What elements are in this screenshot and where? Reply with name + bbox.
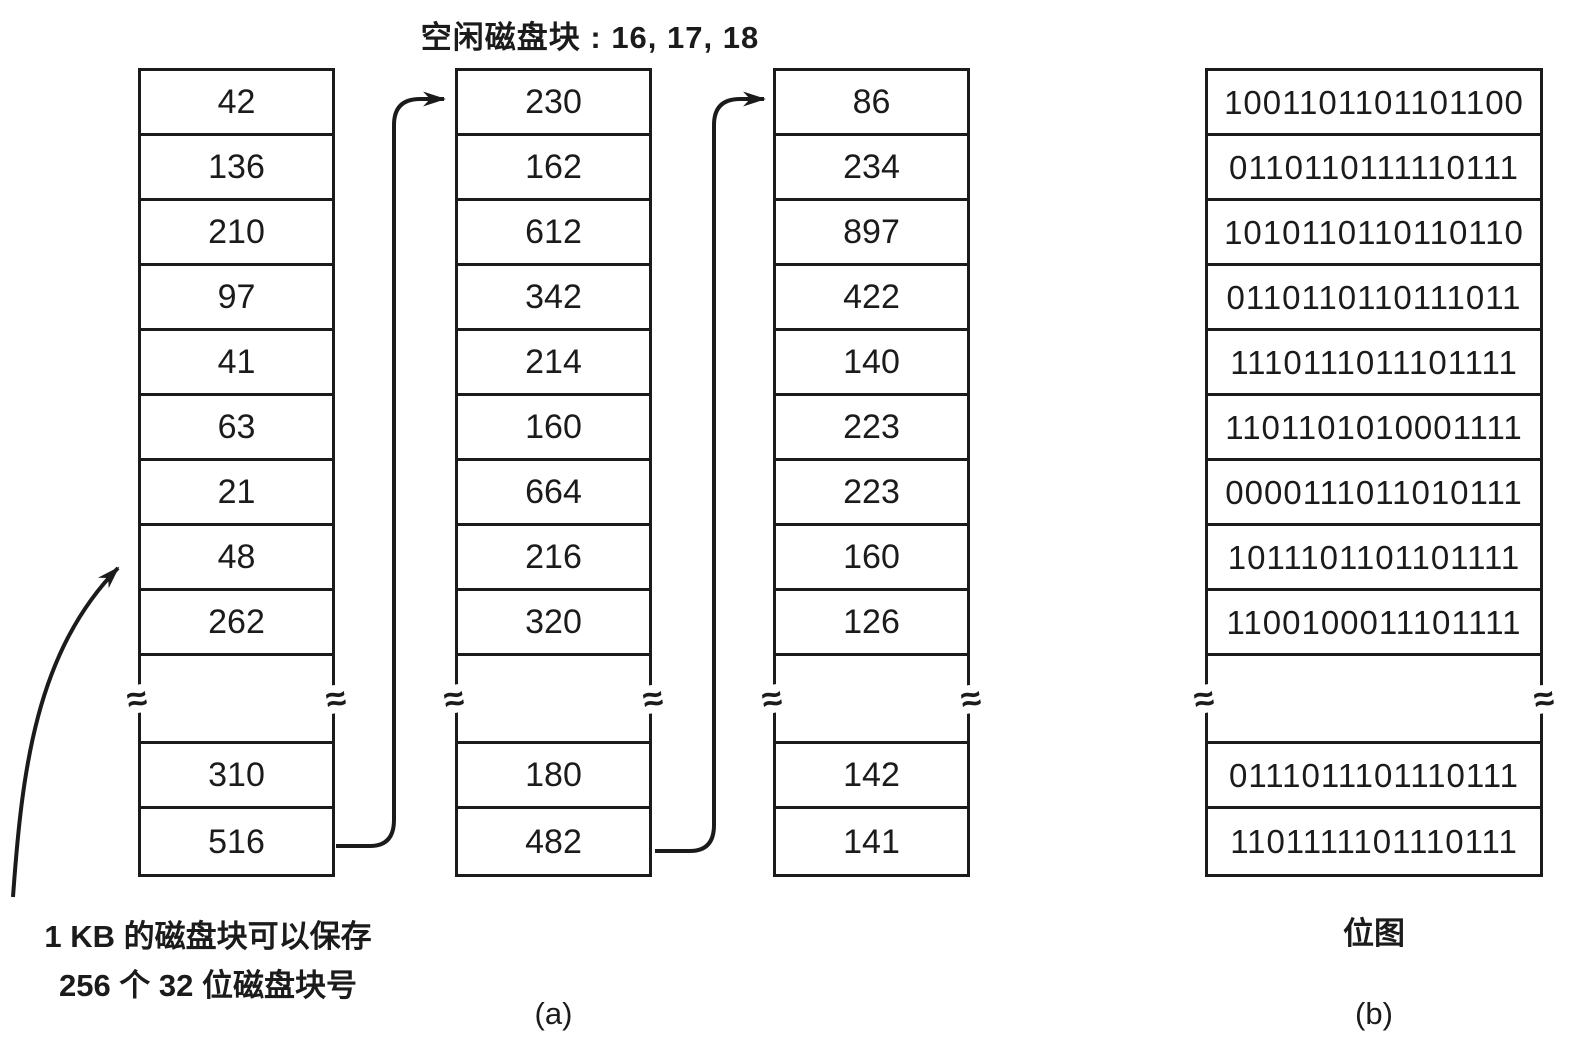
column-break-row: ≈≈	[759, 656, 984, 744]
link-arrow-list2-to-list3	[655, 91, 766, 853]
block-number-cell: 230	[458, 71, 649, 136]
bitmap-row: 0111011101110111	[1208, 744, 1540, 809]
break-squiggle-icon: ≈	[758, 676, 786, 720]
bitmap-row: 0110110111110111	[1208, 136, 1540, 201]
block-number-cell: 234	[776, 136, 967, 201]
block-number-cell: 41	[141, 331, 332, 396]
block-number-cell: 223	[776, 396, 967, 461]
block-number-cell: 136	[141, 136, 332, 201]
block-number-cell: 310	[141, 744, 332, 809]
bitmap-row: 0110110110111011	[1208, 266, 1540, 331]
block-number-cell: 142	[776, 744, 967, 809]
bitmap-row: 1010110110110110	[1208, 201, 1540, 266]
link-arrow-list1-to-list2	[336, 91, 446, 848]
figure-title: 空闲磁盘块 : 16, 17, 18	[420, 20, 760, 55]
block-capacity-note: 1 KB 的磁盘块可以保存 256 个 32 位磁盘块号	[12, 912, 404, 1010]
bitmap-row: 1101111101110111	[1230, 823, 1518, 860]
break-squiggle-icon: ≈	[639, 676, 667, 720]
block-number-cell: 86	[776, 71, 967, 136]
block-number-cell: 160	[458, 396, 649, 461]
break-squiggle-icon: ≈	[1190, 676, 1218, 720]
bitmap-row: 0000111011010111	[1208, 461, 1540, 526]
block-number-cell: 897	[776, 201, 967, 266]
block-capacity-note-line1: 1 KB 的磁盘块可以保存	[44, 919, 372, 954]
block-number-cell: 141	[843, 822, 900, 861]
break-squiggle-icon: ≈	[957, 676, 985, 720]
column-break-row: ≈≈	[124, 656, 349, 744]
block-number-cell: 42	[141, 71, 332, 136]
subfigure-label-a: (a)	[534, 996, 573, 1031]
block-capacity-note-line2: 256 个 32 位磁盘块号	[58, 968, 358, 1003]
block-number-cell: 342	[458, 266, 649, 331]
block-number-cell: 48	[141, 526, 332, 591]
bitmap-row: 1101101010001111	[1208, 396, 1540, 461]
block-number-cell: 216	[458, 526, 649, 591]
pointer-arrow-to-block-cell	[11, 566, 120, 898]
block-number-cell: 63	[141, 396, 332, 461]
block-number-cell: 612	[458, 201, 649, 266]
block-number-cell: 126	[776, 591, 967, 656]
block-number-cell: 21	[141, 461, 332, 526]
block-number-cell: 160	[776, 526, 967, 591]
bitmap-label: 位图	[1343, 916, 1405, 951]
column-break-row: ≈≈	[1191, 656, 1557, 744]
block-number-cell: 214	[458, 331, 649, 396]
break-squiggle-icon: ≈	[440, 676, 468, 720]
bitmap-row: 1011101101101111	[1208, 526, 1540, 591]
block-number-cell: 482	[525, 822, 582, 861]
block-number-cell: 210	[141, 201, 332, 266]
block-number-cell: 97	[141, 266, 332, 331]
block-number-cell: 180	[458, 744, 649, 809]
block-number-cell: 162	[458, 136, 649, 201]
break-squiggle-icon: ≈	[322, 676, 350, 720]
block-number-cell: 320	[458, 591, 649, 656]
block-number-cell: 422	[776, 266, 967, 331]
block-number-cell: 140	[776, 331, 967, 396]
block-number-cell: 516	[208, 822, 265, 861]
block-number-cell: 223	[776, 461, 967, 526]
block-number-cell: 664	[458, 461, 649, 526]
bitmap-row: 1110111011101111	[1208, 331, 1540, 396]
subfigure-label-b: (b)	[1355, 996, 1393, 1031]
break-squiggle-icon: ≈	[123, 676, 151, 720]
break-squiggle-icon: ≈	[1530, 676, 1558, 720]
column-break-row: ≈≈	[441, 656, 666, 744]
block-number-cell: 262	[141, 591, 332, 656]
bitmap-row: 1001101101101100	[1208, 71, 1540, 136]
bitmap-row: 1100100011101111	[1208, 591, 1540, 656]
